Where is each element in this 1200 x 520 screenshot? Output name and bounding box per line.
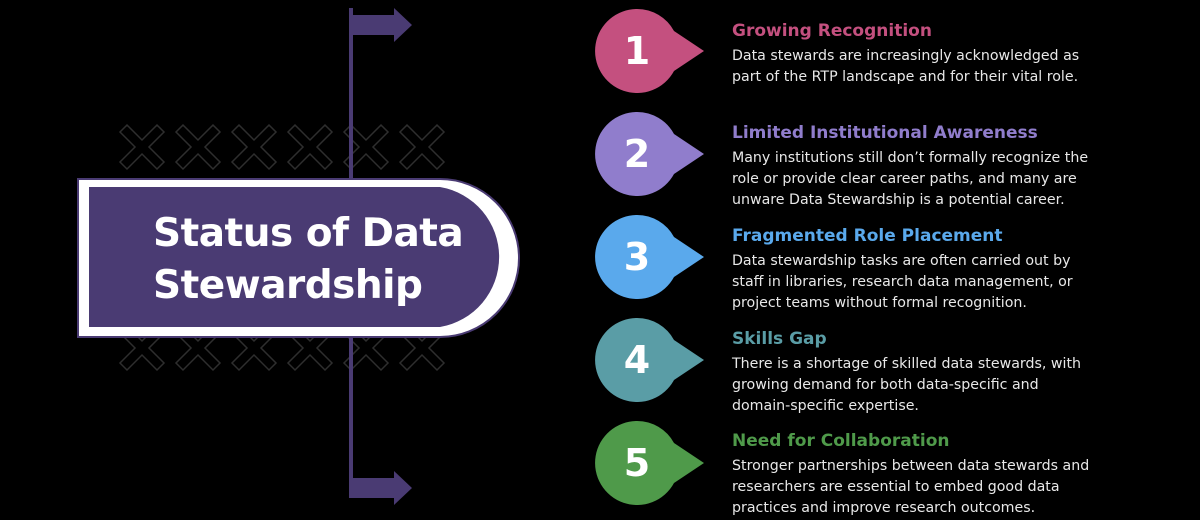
item-body: Many institutions still don’t formally r… [732, 148, 1172, 211]
speech-bubble-icon [595, 9, 704, 93]
x-shape-icon [342, 123, 390, 171]
item-body-line: Data stewardship tasks are often carried… [732, 253, 1071, 269]
x-shape-icon [342, 324, 390, 372]
item-body-line: role or provide clear career paths, and … [732, 171, 1077, 187]
badge-number: 2 [623, 132, 651, 176]
item-body-line: There is a shortage of skilled data stew… [732, 356, 1081, 372]
x-shape-icon [398, 324, 446, 372]
number-badge: 1 [595, 9, 715, 99]
item-body: Data stewards are increasingly acknowled… [732, 46, 1172, 88]
x-shape-icon [230, 123, 278, 171]
x-shape-icon [174, 123, 222, 171]
badge-number: 3 [623, 235, 651, 279]
x-shape-icon [118, 324, 166, 372]
item-body-line: Stronger partnerships between data stewa… [732, 458, 1090, 474]
x-pattern [118, 123, 446, 372]
item-title: Limited Institutional Awareness [732, 123, 1038, 143]
x-shape-icon [286, 324, 334, 372]
item-body-line: researchers are essential to embed good … [732, 479, 1060, 495]
item-title: Skills Gap [732, 329, 827, 349]
badge-number: 1 [623, 29, 651, 73]
bottom-arrow-icon [349, 471, 412, 505]
item-body-line: part of the RTP landscape and for their … [732, 69, 1079, 85]
page-title: Status of Data Stewardship [153, 208, 464, 312]
speech-bubble-icon [595, 318, 704, 402]
x-shape-icon [174, 324, 222, 372]
item-body-line: Many institutions still don’t formally r… [732, 150, 1089, 166]
x-shape-icon [118, 123, 166, 171]
item-body: There is a shortage of skilled data stew… [732, 354, 1172, 417]
number-badge: 5 [595, 421, 715, 511]
item-body-line: growing demand for both data-specific an… [732, 377, 1039, 393]
speech-bubble-icon [595, 421, 704, 505]
number-badge: 2 [595, 112, 715, 202]
title-line: Stewardship [153, 263, 423, 308]
item-body-line: project teams without formal recognition… [732, 295, 1027, 311]
x-shape-icon [230, 324, 278, 372]
item-body-line: unware Data Stewardship is a potential c… [732, 192, 1065, 208]
item-body-line: practices and improve research outcomes. [732, 500, 1036, 516]
x-shape-icon [286, 123, 334, 171]
item-body: Stronger partnerships between data stewa… [732, 456, 1172, 519]
item-body: Data stewardship tasks are often carried… [732, 251, 1172, 314]
title-line: Status of Data [153, 211, 464, 256]
speech-bubble-icon [595, 215, 704, 299]
item-body-line: Data stewards are increasingly acknowled… [732, 48, 1080, 64]
item-title: Growing Recognition [732, 21, 932, 41]
item-title: Need for Collaboration [732, 431, 950, 451]
top-arrow-icon [349, 8, 412, 42]
item-body-line: staff in libraries, research data manage… [732, 274, 1073, 290]
speech-bubble-icon [595, 112, 704, 196]
item-title: Fragmented Role Placement [732, 226, 1003, 246]
number-badge: 4 [595, 318, 715, 408]
badge-number: 5 [623, 441, 651, 485]
number-badge: 3 [595, 215, 715, 305]
badge-number: 4 [623, 338, 651, 382]
item-body-line: domain-specific expertise. [732, 398, 919, 414]
x-shape-icon [398, 123, 446, 171]
